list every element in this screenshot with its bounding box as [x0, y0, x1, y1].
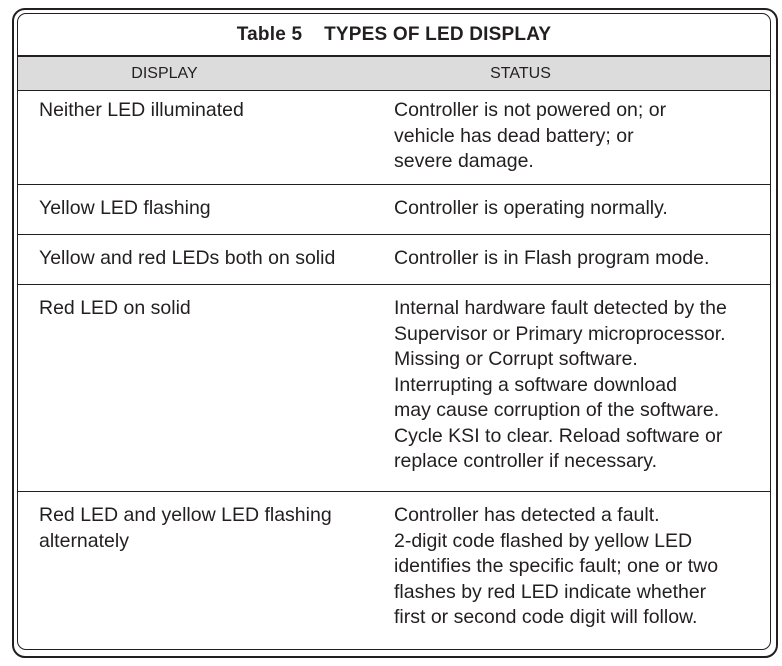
- table-header-row: DISPLAY STATUS: [18, 57, 770, 91]
- display-cell: Red LED and yellow LED flashing alternat…: [39, 504, 332, 552]
- display-cell: Yellow LED flashing: [39, 197, 211, 219]
- header-display: DISPLAY: [131, 64, 198, 82]
- status-cell: Controller is operating normally.: [394, 197, 668, 219]
- status-cell: Controller is not powered on; or vehicle…: [394, 99, 667, 172]
- status-cell: Controller is in Flash program mode.: [394, 247, 710, 269]
- display-cell: Neither LED illuminated: [39, 99, 244, 121]
- status-cell: Internal hardware fault detected by the …: [394, 297, 727, 472]
- table-title: Table 5 TYPES OF LED DISPLAY: [18, 14, 770, 57]
- display-cell: Yellow and red LEDs both on solid: [39, 247, 336, 269]
- display-cell: Red LED on solid: [39, 297, 191, 319]
- header-status: STATUS: [490, 64, 551, 82]
- status-cell: Controller has detected a fault. 2-digit…: [394, 504, 719, 628]
- table-row: Yellow LED flashing Controller is operat…: [18, 185, 770, 235]
- table-row: Red LED on solid Internal hardware fault…: [18, 285, 770, 492]
- table-body: Neither LED illuminated Controller is no…: [18, 91, 770, 649]
- table-row: Neither LED illuminated Controller is no…: [18, 91, 770, 185]
- led-display-table: Table 5 TYPES OF LED DISPLAY DISPLAY STA…: [17, 13, 771, 650]
- table-row: Red LED and yellow LED flashing alternat…: [18, 492, 770, 649]
- table-outer-frame: [12, 8, 778, 658]
- table-row: Yellow and red LEDs both on solid Contro…: [18, 235, 770, 285]
